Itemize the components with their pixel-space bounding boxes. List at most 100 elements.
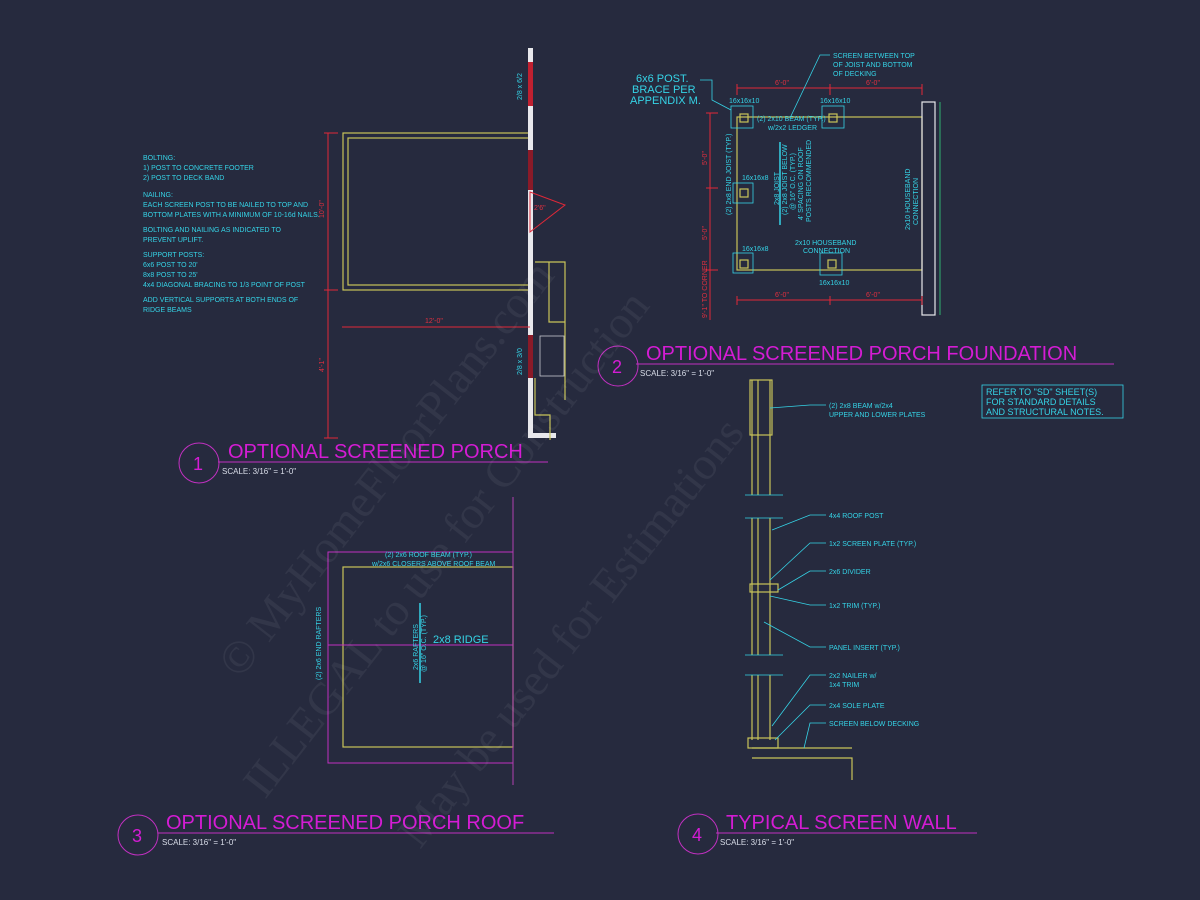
beam-label: w/2x2 LEDGER: [767, 125, 817, 132]
note-line: 6x6 POST TO 20': [143, 262, 198, 269]
dimension: 6'-0": [866, 80, 880, 87]
drawing-scale: SCALE: 3/16" = 1'-0": [720, 838, 794, 847]
joist-label: 4' SPACING ON ROOF: [798, 147, 805, 220]
general-notes: BOLTING: 1) POST TO CONCRETE FOOTER 2) P…: [143, 155, 320, 314]
rafters-label: @ 16" O.C. (TYP.): [421, 615, 428, 672]
wall-label: 1x4 TRIM: [829, 682, 859, 689]
drawing-title: OPTIONAL SCREENED PORCH FOUNDATION: [646, 343, 1077, 365]
dimension-height-upper: 10'-0": [319, 200, 326, 218]
note-line: NAILING:: [143, 192, 173, 199]
drawing-scale: SCALE: 3/16" = 1'-0": [640, 369, 714, 378]
houseband-label: CONNECTION: [913, 178, 920, 225]
window-bottom: [528, 335, 533, 378]
note-line: 2) POST TO DECK BAND: [143, 175, 224, 182]
post-callout: BRACE PER: [632, 84, 696, 96]
window-top-label: 2/8 x 6/2: [517, 73, 524, 100]
joist-label: POSTS RECOMMENDED: [806, 140, 813, 222]
detail-number: 4: [692, 825, 702, 845]
reference-note-line: FOR STANDARD DETAILS: [986, 397, 1096, 407]
dimension: 5'-0": [702, 226, 709, 240]
dimension-lines: [706, 84, 923, 320]
porch-outline: [342, 132, 531, 291]
door-opening: [528, 150, 533, 190]
counter: [534, 261, 566, 440]
wall-studs: [751, 380, 771, 740]
reference-note-line: AND STRUCTURAL NOTES.: [986, 407, 1104, 417]
post-callout: APPENDIX M.: [630, 95, 701, 107]
divider-section: [749, 583, 779, 593]
wall-label: 2x6 DIVIDER: [829, 569, 871, 576]
reference-note: REFER TO "SD" SHEET(S) FOR STANDARD DETA…: [981, 384, 1124, 419]
dimension: 6'-0": [866, 292, 880, 299]
drawing-screen-wall-section: (2) 2x8 BEAM w/2x4 UPPER AND LOWER PLATE…: [677, 379, 977, 855]
wall-label: 2x4 SOLE PLATE: [829, 703, 885, 710]
drawing-title: OPTIONAL SCREENED PORCH: [228, 441, 523, 463]
leader-lines: [763, 404, 826, 749]
note-line: RIDGE BEAMS: [143, 307, 192, 314]
dimension-height-lower: 4'-1": [319, 358, 326, 372]
detail-number: 3: [132, 826, 142, 846]
dimension: 9'-1" TO CORNER: [702, 260, 709, 318]
ridge-label: 2x8 RIDGE: [433, 634, 489, 646]
note-line: 1) POST TO CONCRETE FOOTER: [143, 165, 254, 172]
note-line: PREVENT UPLIFT.: [143, 237, 203, 244]
watermark: © MyHomeFloorPlans.com ILLEGAL to use fo…: [208, 250, 754, 856]
dimension: 5'-0": [702, 151, 709, 165]
note-line: BOTTOM PLATES WITH A MINIMUM OF 10-16d N…: [143, 212, 320, 219]
note-line: SUPPORT POSTS:: [143, 252, 204, 259]
sink-icon: [539, 335, 565, 377]
dimension: 6'-0": [775, 80, 789, 87]
roof-beam-label: (2) 2x6 ROOF BEAM (TYP.): [385, 552, 472, 559]
wall-label: (2) 2x8 BEAM w/2x4: [829, 403, 893, 410]
note-line: EACH SCREEN POST TO BE NAILED TO TOP AND: [143, 202, 308, 209]
joist-label: 2x8 JOIST: [774, 171, 781, 205]
wall-label: 1x2 SCREEN PLATE (TYP.): [829, 541, 916, 548]
leader-line: [789, 54, 830, 119]
post-callout: 6x6 POST.: [636, 73, 689, 85]
wall-label: UPPER AND LOWER PLATES: [829, 412, 926, 419]
roof-beam-label: w/2x6 CLOSERS ABOVE ROOF BEAM: [371, 561, 495, 568]
wall-label: PANEL INSERT (TYP.): [829, 645, 900, 652]
detail-number-circle: [677, 813, 719, 855]
reference-note-line: REFER TO "SD" SHEET(S): [986, 387, 1097, 397]
wall-label: 4x4 ROOF POST: [829, 513, 884, 520]
drawing-title: OPTIONAL SCREENED PORCH ROOF: [166, 812, 524, 834]
note-line: BOLTING:: [143, 155, 175, 162]
rafters-label: 2x6 RAFTERS: [413, 624, 420, 670]
drawing-scale: SCALE: 3/16" = 1'-0": [162, 838, 236, 847]
houseband-label: CONNECTION: [803, 248, 850, 255]
footing-label: 16x16x10: [729, 98, 759, 105]
footing-label: 16x16x8: [742, 175, 769, 182]
drawing-porch-roof: (2) 2x6 ROOF BEAM (TYP.) w/2x6 CLOSERS A…: [117, 497, 554, 856]
drawing-scale: SCALE: 3/16" = 1'-0": [222, 467, 296, 476]
note-line: BOLTING AND NAILING AS INDICATED TO: [143, 227, 282, 234]
beam-section: [749, 379, 773, 436]
joist-label: @ 16" O.C. (TYP.): [790, 153, 797, 210]
break-lines: [745, 494, 783, 676]
window-bottom-label: 2/8 x 3/0: [517, 348, 524, 375]
end-rafters-label: (2) 2x6 END RAFTERS: [316, 607, 323, 680]
door-swing: [529, 191, 567, 234]
house-wall: [528, 48, 533, 438]
footing-label: 16x16x10: [819, 280, 849, 287]
screen-callout: OF DECKING: [833, 71, 877, 78]
joist-label: (2) 2x8 JOIST BELOW: [782, 144, 789, 215]
leader-line: [700, 79, 732, 111]
detail-number: 2: [612, 357, 622, 377]
drawing-porch-foundation: 16x16x10 16x16x10 16x16x8 16x16x8 16x16x…: [597, 53, 1114, 387]
screen-callout: OF JOIST AND BOTTOM: [833, 62, 913, 69]
decking: [752, 747, 853, 780]
end-joist-label: (2) 2x8 END JOIST (TYP.): [726, 134, 733, 215]
houseband-label: 2x10 HOUSEBAND: [795, 240, 856, 247]
wall-label: SCREEN BELOW DECKING: [829, 721, 919, 728]
dimension-ticks: [324, 132, 338, 439]
detail-number-circle: [178, 442, 220, 484]
wall-label: 2x2 NAILER w/: [829, 673, 877, 680]
detail-number: 1: [193, 454, 203, 474]
houseband-label: 2x10 HOUSEBAND: [905, 169, 912, 230]
note-line: 4x4 DIAGONAL BRACING TO 1/3 POINT OF POS…: [143, 282, 306, 289]
drawing-screened-porch-plan: 2'6" 2/8 x 6/2 2/8 x 3/0 10'-0" 4'-1" 12…: [178, 48, 567, 484]
detail-number-circle: [117, 814, 159, 856]
screen-callout: SCREEN BETWEEN TOP: [833, 53, 915, 60]
drawing-title: TYPICAL SCREEN WALL: [726, 812, 957, 834]
